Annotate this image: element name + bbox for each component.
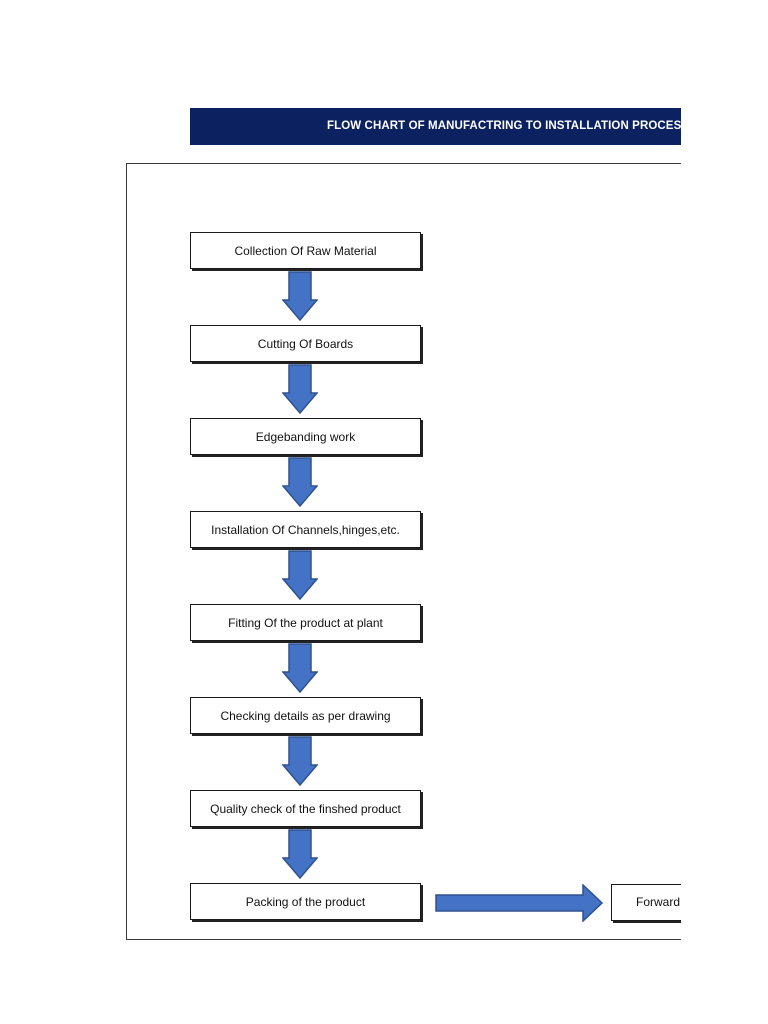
step-forward: Forward bbox=[611, 884, 681, 921]
right-arrow-icon bbox=[435, 884, 603, 922]
step-cutting-boards: Cutting Of Boards bbox=[190, 325, 421, 362]
diagram-frame bbox=[126, 163, 681, 940]
step-installation-channels: Installation Of Channels,hinges,etc. bbox=[190, 511, 421, 548]
chart-title: FLOW CHART OF MANUFACTRING TO INSTALLATI… bbox=[190, 108, 681, 145]
down-arrow-icon bbox=[282, 643, 318, 693]
page-clip: FLOW CHART OF MANUFACTRING TO INSTALLATI… bbox=[126, 108, 681, 940]
step-packing: Packing of the product bbox=[190, 883, 421, 920]
down-arrow-icon bbox=[282, 736, 318, 786]
down-arrow-icon bbox=[282, 271, 318, 321]
step-checking-details: Checking details as per drawing bbox=[190, 697, 421, 734]
step-quality-check: Quality check of the finshed product bbox=[190, 790, 421, 827]
step-fitting-product: Fitting Of the product at plant bbox=[190, 604, 421, 641]
down-arrow-icon bbox=[282, 550, 318, 600]
down-arrow-icon bbox=[282, 457, 318, 507]
step-edgebanding: Edgebanding work bbox=[190, 418, 421, 455]
down-arrow-icon bbox=[282, 364, 318, 414]
down-arrow-icon bbox=[282, 829, 318, 879]
step-collection-raw-material: Collection Of Raw Material bbox=[190, 232, 421, 269]
